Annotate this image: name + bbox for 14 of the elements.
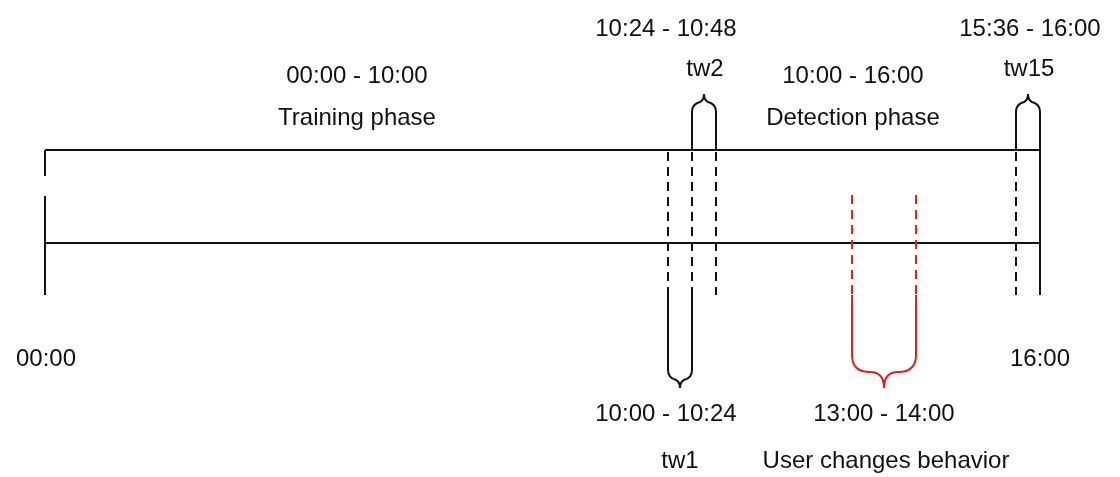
window-label: tw15 <box>1003 54 1055 82</box>
time-range-label: 13:00 - 14:00 <box>813 399 955 427</box>
time-range-label: 10:00 - 10:24 <box>595 399 737 427</box>
window-label: tw1 <box>661 446 699 474</box>
phase-label: Detection phase <box>766 103 940 131</box>
time-label: 16:00 <box>1009 344 1071 372</box>
time-label: 00:00 <box>15 344 77 372</box>
time-range-label: 10:24 - 10:48 <box>595 14 737 42</box>
window-label: tw2 <box>686 54 724 82</box>
time-range-label: 10:00 - 16:00 <box>782 61 924 89</box>
phase-label: Training phase <box>278 103 436 131</box>
time-range-label: 15:36 - 16:00 <box>959 14 1101 42</box>
event-label: User changes behavior <box>762 446 1010 474</box>
time-range-label: 00:00 - 10:00 <box>286 61 428 89</box>
